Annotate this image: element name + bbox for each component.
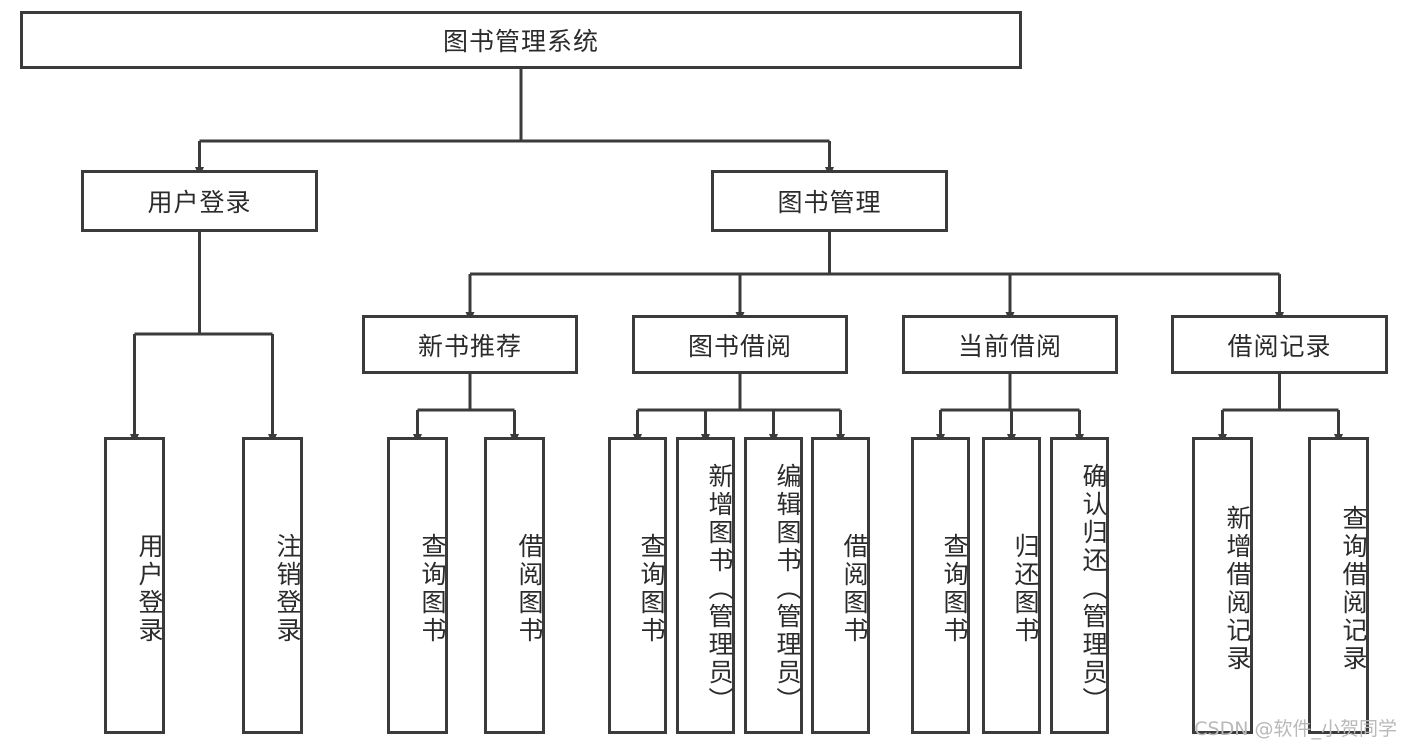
node-leaf-query-record: 查询借阅记录 bbox=[1308, 437, 1369, 734]
node-leaf-user-login: 用户登录 bbox=[104, 437, 165, 734]
node-label: 借阅图书 bbox=[515, 532, 544, 645]
node-label: 用户登录 bbox=[147, 188, 252, 217]
node-label: 借阅记录 bbox=[1227, 331, 1332, 361]
node-label: 新增图书（管理员） bbox=[705, 462, 734, 715]
node-label: 查询图书 bbox=[940, 532, 969, 645]
node-label: 图书借阅 bbox=[687, 331, 792, 361]
node-label: 新书推荐 bbox=[417, 331, 522, 361]
node-label: 用户登录 bbox=[135, 532, 164, 645]
node-leaf-add-record: 新增借阅记录 bbox=[1192, 437, 1253, 734]
node-label: 查询图书 bbox=[637, 532, 666, 645]
node-borrow-record: 借阅记录 bbox=[1171, 315, 1388, 374]
node-label: 图书管理系统 bbox=[442, 27, 599, 56]
node-leaf-borrow-book-2: 借阅图书 bbox=[811, 437, 870, 734]
node-label: 编辑图书（管理员） bbox=[773, 462, 802, 715]
node-leaf-query-book-1: 查询图书 bbox=[387, 437, 448, 734]
node-leaf-user-logout: 注销登录 bbox=[242, 437, 303, 734]
node-label: 当前借阅 bbox=[957, 331, 1062, 361]
node-current-borrow: 当前借阅 bbox=[902, 315, 1118, 374]
node-label: 新增借阅记录 bbox=[1223, 504, 1252, 673]
node-new-book-recommend: 新书推荐 bbox=[362, 315, 578, 374]
node-leaf-edit-book: 编辑图书（管理员） bbox=[744, 437, 803, 734]
node-user-login: 用户登录 bbox=[81, 170, 318, 232]
node-root: 图书管理系统 bbox=[20, 11, 1022, 69]
node-leaf-return-book: 归还图书 bbox=[982, 437, 1041, 734]
node-leaf-add-book: 新增图书（管理员） bbox=[676, 437, 735, 734]
node-leaf-query-book-2: 查询图书 bbox=[608, 437, 667, 734]
node-label: 借阅图书 bbox=[840, 532, 869, 645]
node-label: 归还图书 bbox=[1011, 532, 1040, 645]
csdn-watermark: CSDN @软件_小贺同学 bbox=[1194, 718, 1397, 740]
node-leaf-borrow-book-1: 借阅图书 bbox=[484, 437, 545, 734]
node-label: 查询借阅记录 bbox=[1339, 504, 1368, 673]
node-label: 注销登录 bbox=[273, 532, 302, 645]
node-book-borrow: 图书借阅 bbox=[632, 315, 848, 374]
node-leaf-confirm-return: 确认归还（管理员） bbox=[1050, 437, 1109, 734]
node-label: 确认归还（管理员） bbox=[1079, 462, 1108, 715]
node-label: 图书管理 bbox=[777, 188, 882, 217]
node-label: 查询图书 bbox=[418, 532, 447, 645]
node-leaf-query-book-3: 查询图书 bbox=[911, 437, 970, 734]
node-book-manage: 图书管理 bbox=[711, 170, 948, 232]
